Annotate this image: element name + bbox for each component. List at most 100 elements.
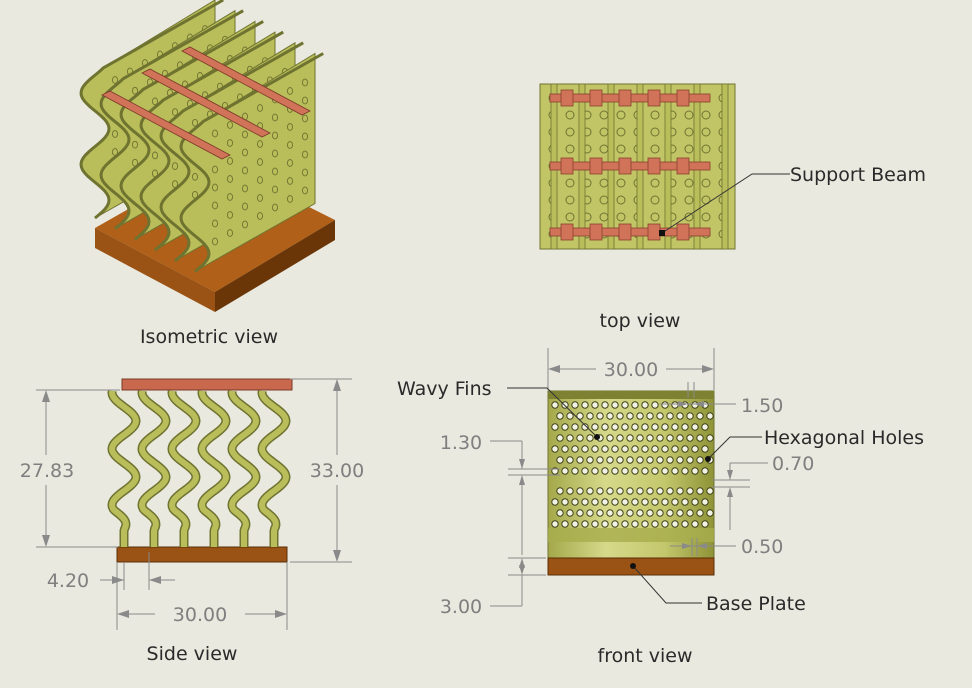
front-hole <box>691 498 699 506</box>
front-hole <box>656 456 664 464</box>
top-beam-joint <box>647 157 661 175</box>
iso-fin-hole <box>301 150 309 159</box>
side-fin <box>168 390 200 547</box>
iso-fin-hole <box>241 202 249 211</box>
front-hole <box>671 445 679 453</box>
side-fin <box>228 390 260 547</box>
front-hole <box>626 456 634 464</box>
iso-fin-edge <box>79 0 224 220</box>
side-view: 27.83 33.00 4.20 30.00 Side view <box>20 378 364 665</box>
iso-fin-edge <box>179 52 324 273</box>
dim-front-base: 3.00 <box>440 596 482 618</box>
front-hole <box>576 456 584 464</box>
front-hole <box>681 445 689 453</box>
iso-fin-hole <box>256 104 264 112</box>
top-beam-joint <box>676 89 690 107</box>
top-hole <box>650 127 660 137</box>
top-beam-joint <box>589 157 603 175</box>
top-hole <box>701 110 711 120</box>
front-hole <box>556 509 564 517</box>
front-hole <box>681 423 689 431</box>
iso-fin-edge <box>119 20 264 241</box>
front-hole <box>606 487 614 495</box>
iso-fin-hole <box>271 131 279 140</box>
front-hole <box>671 401 679 409</box>
front-hole <box>666 487 674 495</box>
front-hole <box>616 434 624 442</box>
iso-fin-hole <box>226 139 234 147</box>
top-beam-joint <box>618 223 632 241</box>
front-hole <box>596 509 604 517</box>
front-top-strip <box>548 391 714 399</box>
top-hole <box>565 144 575 154</box>
side-wavy-fins <box>107 390 291 547</box>
iso-fin-hole <box>131 86 139 95</box>
front-hole <box>551 401 559 409</box>
top-hole <box>565 178 575 188</box>
front-hole <box>656 434 664 442</box>
front-hole <box>561 423 569 431</box>
iso-fin-hole <box>286 87 294 95</box>
top-hole <box>701 212 711 222</box>
front-hole <box>641 520 649 528</box>
front-hole <box>561 498 569 506</box>
iso-fin-hole <box>171 162 179 170</box>
front-hole <box>666 434 674 442</box>
front-hole <box>601 401 609 409</box>
front-hole <box>561 445 569 453</box>
front-hole <box>676 434 684 442</box>
front-hole <box>626 487 634 495</box>
front-hole <box>606 456 614 464</box>
iso-beam <box>181 46 311 116</box>
front-hole <box>641 423 649 431</box>
leader-hexagonal-holes <box>707 436 762 460</box>
front-hole <box>681 520 689 528</box>
front-hole <box>656 412 664 420</box>
front-hole <box>581 467 589 475</box>
top-hole <box>701 144 711 154</box>
front-hole <box>611 401 619 409</box>
iso-fin-hole <box>241 220 249 229</box>
top-hole <box>684 127 694 137</box>
front-hole <box>641 445 649 453</box>
top-hole <box>616 178 626 188</box>
front-hole <box>651 423 659 431</box>
front-hole <box>551 445 559 453</box>
front-hole <box>671 498 679 506</box>
front-hole <box>641 401 649 409</box>
top-beam-joint <box>676 223 690 241</box>
front-hole <box>616 456 624 464</box>
front-hole <box>671 467 679 475</box>
front-hole <box>671 423 679 431</box>
top-hole <box>616 144 626 154</box>
front-hole <box>651 467 659 475</box>
front-hole <box>666 509 674 517</box>
iso-fin-hole <box>286 123 294 131</box>
side-fin <box>138 390 170 547</box>
front-hole <box>646 434 654 442</box>
front-hole <box>696 487 704 495</box>
iso-fin-edge <box>139 30 284 252</box>
dim-front-bottom: 0.50 <box>741 536 783 558</box>
front-hole <box>621 520 629 528</box>
iso-base-side <box>215 220 335 312</box>
top-hole <box>684 110 694 120</box>
top-hole <box>565 110 575 120</box>
iso-fin-hole <box>301 78 309 87</box>
front-hole <box>616 509 624 517</box>
front-hole <box>686 456 694 464</box>
front-hole <box>651 498 659 506</box>
front-hole <box>551 520 559 528</box>
front-hole <box>571 498 579 506</box>
iso-fin-hole <box>151 151 159 160</box>
dim-side-width: 30.00 <box>173 604 227 626</box>
top-hole <box>650 144 660 154</box>
iso-fin-hole <box>211 129 219 138</box>
iso-fin-hole <box>301 132 309 141</box>
front-hole <box>706 509 714 517</box>
iso-fin-edge <box>99 9 244 230</box>
front-hole <box>696 509 704 517</box>
leader-wavy-fins <box>507 387 598 438</box>
front-hole <box>646 412 654 420</box>
top-beam-joint <box>589 89 603 107</box>
